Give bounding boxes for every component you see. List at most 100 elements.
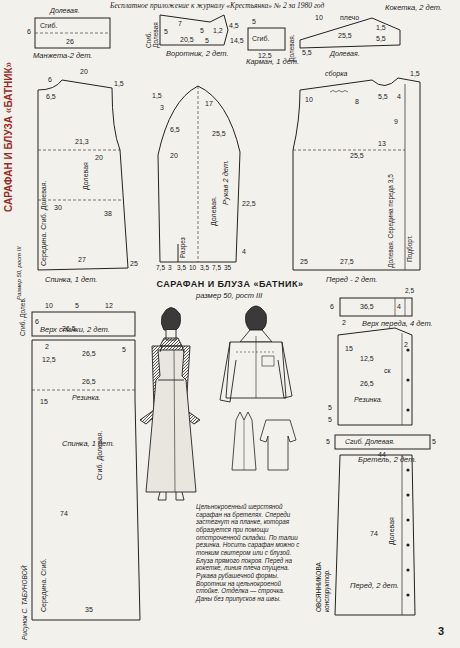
dimension-label: 2 [45,343,49,350]
dimension-label: 5 [328,404,332,411]
dimension-label: 35 [85,606,93,613]
dimension-label: 25 [130,260,138,267]
pattern-piece-name: Манжета-2 дет. [33,52,92,60]
dimension-label: 2,5 [405,288,414,295]
dimension-label: 5 [432,438,436,445]
dimension-label: 10 [305,96,313,103]
dimension-label: Сгиб. Долевая. [345,438,395,445]
dimension-label: 74 [60,510,68,517]
dimension-label: 8 [355,98,359,105]
dimension-label: 9 [394,118,398,125]
dimension-label: Сгиб. Долевая. [96,431,103,480]
piece-title: Бретель, 2 дет. [358,456,416,464]
dimension-label: 44 [378,451,386,458]
piece-title: Перед, 2 дет. [350,582,399,590]
dimension-label: 20 [170,152,178,159]
dimension-label: 5 [252,18,256,25]
dimension-label: 12,5 [42,356,56,363]
dimension-label: 10 [189,265,196,272]
dimension-label: Долевая. [289,34,296,62]
dimension-label: Сгиб. [252,35,269,42]
dimension-label: Резинка. [354,396,383,403]
pattern-piece-name: Спинка, 1 дет. [45,276,97,284]
dimension-label: Долевая. [330,50,360,57]
dimension-label: Долевая [153,22,160,48]
dimension-label: 3 [168,265,172,272]
pattern-piece-name: Перед - 2 дет. [326,276,377,284]
dimension-label: 14,5 [230,37,244,44]
pattern-piece-name: Перед, 2 дет. [350,582,399,590]
dimension-label: Сгиб. [40,22,57,29]
dimension-label: ск [384,367,391,374]
dimension-label: 5 [326,438,330,445]
dimension-label: Середина. Сгиб. Долевая. [40,181,47,266]
dimension-label: 38 [104,210,112,217]
dimension-label: 25,5 [212,130,226,137]
dimension-label: 6,5 [46,93,56,100]
dimension-label: Размер 50, рост III [16,246,22,300]
dimension-label: Долевая [82,162,89,190]
dimension-label: 26,5 [62,325,76,332]
dimension-label: сборка [325,70,347,77]
dimension-label: 3 [160,104,164,111]
dimension-label: 4 [397,303,401,310]
dimension-label: ОВСЯННИКОВА [316,562,323,612]
pattern-piece-name: Кокетка, 2 дет. [385,4,442,12]
dimension-label: 15 [345,345,353,352]
dimension-label: 4,5 [229,22,239,29]
dimension-label: 10 [315,14,323,21]
piece-title: Спинка, 1 дет. [45,276,97,284]
dimension-label: 5 [164,28,168,35]
dimension-label: 21,3 [75,138,89,145]
dimension-label: 5,5 [376,35,386,42]
dimension-label: 6 [27,28,31,35]
dimension-label: 26,5 [82,350,96,357]
pattern-piece-name: Бретель, 2 дет. [358,456,416,464]
dimension-label: 2 [342,319,346,326]
dimension-label: 27 [78,256,86,263]
dimension-label: 2 [404,341,408,348]
dimension-label: 5 [122,346,126,353]
dimension-label: 6,5 [170,126,180,133]
dimension-label: 1,5 [410,70,420,77]
dimension-label: плечо [340,14,359,21]
dimension-label: 5 [75,302,79,309]
dimension-label: 27,5 [340,258,354,265]
dimension-label: 7,5 [212,265,221,272]
dimension-label: 22,5 [242,200,256,207]
dimension-label: 30 [54,204,62,211]
dimension-label: 12,5 [360,355,374,362]
pattern-piece-name: Спинка, 1 дет. [62,440,114,448]
dimension-label: 1,2 [213,27,223,34]
piece-title: Кокетка, 2 дет. [385,4,442,12]
dimension-label: 4 [397,93,401,100]
dimension-label: 12,5 [258,52,272,59]
pattern-piece-name: Воротник, 2 дет. [166,50,229,58]
dimension-label: Рисунок С. ТАБУНОВОЙ [22,565,29,640]
dimension-label: 26,5 [360,380,374,387]
piece-title: Спинка, 1 дет. [62,440,114,448]
dimension-label: САРАФАН И БЛУЗА «БАТНИК» [4,62,14,212]
model-description: Цельнокроенный шерстяной сарафан на брет… [196,503,300,603]
dimension-label: 5,5 [302,49,312,56]
pattern-piece-name: Рукав 2 дет. [222,160,230,205]
dimension-label: размер 50, рост III [196,292,262,300]
dimension-label: Сгиб. [146,32,153,48]
dimension-label: 26 [66,38,74,45]
dimension-label: 3 [438,626,444,637]
dimension-label: 1,5 [152,92,162,99]
dimension-label: 10 [45,302,53,309]
piece-title: Рукав 2 дет. [222,160,230,205]
dimension-label: Долевая. [50,7,80,14]
dimension-label: 36,5 [360,303,374,310]
sheet-title: САРАФАН И БЛУЗА «БАТНИК» [0,279,460,289]
piece-title: Манжета-2 дет. [33,52,92,60]
dimension-label: 5 [205,37,209,44]
dimension-label: 5 [328,416,332,423]
dimension-label: 25 [300,258,308,265]
dimension-label: Долевая [388,517,395,545]
dimension-label: 35 [224,265,231,272]
dimension-label: 12 [105,302,113,309]
dimension-label: 25,5 [350,152,364,159]
